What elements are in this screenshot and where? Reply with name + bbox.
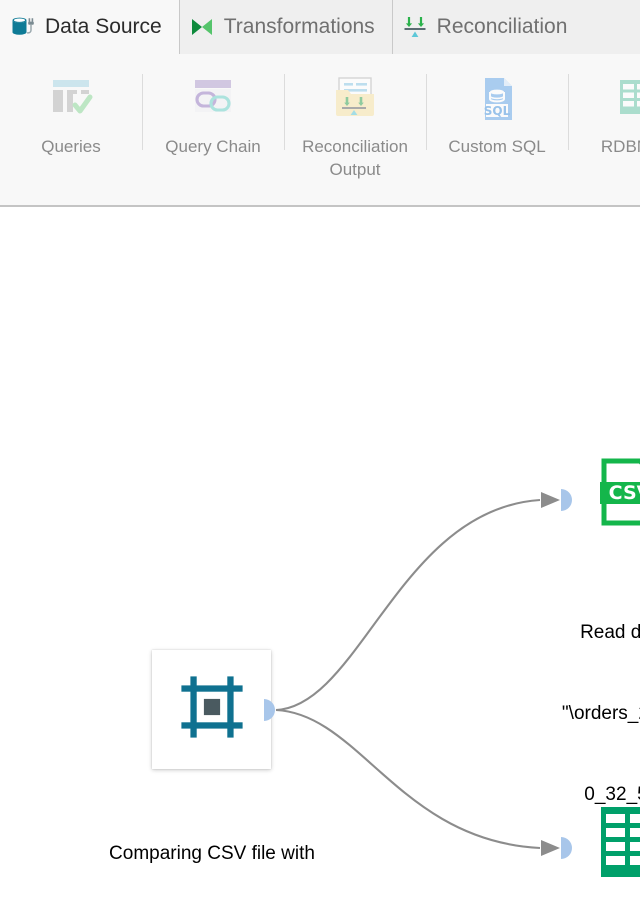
database-plug-icon (10, 14, 36, 40)
chain-links-icon (186, 72, 240, 126)
ribbon-item-reconciliation-output-label: Reconciliation Output (302, 137, 408, 179)
tab-transformations[interactable]: Transformations (178, 0, 392, 54)
ribbon-item-query-chain[interactable]: Query Chain (142, 72, 284, 159)
node-rdbms-table[interactable] (601, 807, 640, 882)
main-tab-bar: Data Source Transformations (0, 0, 640, 54)
ribbon-item-custom-sql-label: Custom SQL (448, 137, 546, 156)
crop-frame-icon (176, 671, 248, 748)
ribbon-item-custom-sql[interactable]: SQL Custom SQL (426, 72, 568, 159)
node-csv-read-caption: Read da "\orders_202 0_32_5 (446, 566, 640, 863)
svg-text:CSV: CSV (609, 482, 640, 504)
queries-check-icon (44, 72, 98, 126)
caption-line-1: Read da (580, 621, 640, 643)
ribbon-item-rdbms-table-label: RDBMS T (600, 137, 640, 156)
ribbon-item-queries-label: Queries (41, 137, 101, 156)
node-comparing-csv-rdbms-caption: Comparing CSV file with RDBMS Table (62, 787, 362, 922)
bowtie-icon (189, 14, 215, 40)
green-table-icon (612, 72, 640, 126)
ribbon-item-reconciliation-output[interactable]: Reconciliation Output (284, 72, 426, 182)
node-comparing-csv-rdbms[interactable] (152, 650, 271, 769)
ribbon-item-rdbms-table[interactable]: RDBMS T (568, 72, 640, 159)
caption-line-2: "\orders_202 (561, 702, 640, 724)
tab-reconciliation-label: Reconciliation (436, 14, 568, 38)
csv-file-icon: CSV (600, 458, 640, 530)
ribbon-toolbar: Queries Query Chain (0, 54, 640, 207)
caption-line-3: 0_32_5 (584, 783, 640, 805)
ribbon-item-queries[interactable]: Queries (0, 72, 142, 159)
tab-reconciliation[interactable]: Reconciliation (391, 0, 585, 54)
tab-data-source[interactable]: Data Source (0, 0, 179, 54)
flow-canvas[interactable]: Comparing CSV file with RDBMS Table CSV … (0, 209, 640, 922)
output-port-comparing-node[interactable] (264, 699, 275, 721)
merge-arrows-icon (402, 14, 428, 40)
caption-line-1: Comparing CSV file with (109, 842, 315, 864)
folder-arrows-icon (328, 72, 382, 126)
sql-document-icon: SQL (470, 72, 524, 126)
input-port-csv-node[interactable] (561, 489, 572, 511)
table-grid-icon (601, 807, 640, 881)
svg-text:SQL: SQL (484, 104, 511, 118)
tab-transformations-label: Transformations (223, 14, 375, 38)
ribbon-item-query-chain-label: Query Chain (165, 137, 261, 156)
tab-data-source-label: Data Source (45, 14, 162, 38)
input-port-rdbms-node[interactable] (561, 837, 572, 859)
edge-to-csv-arrowhead (541, 492, 560, 508)
node-csv-read[interactable]: CSV (600, 458, 640, 531)
